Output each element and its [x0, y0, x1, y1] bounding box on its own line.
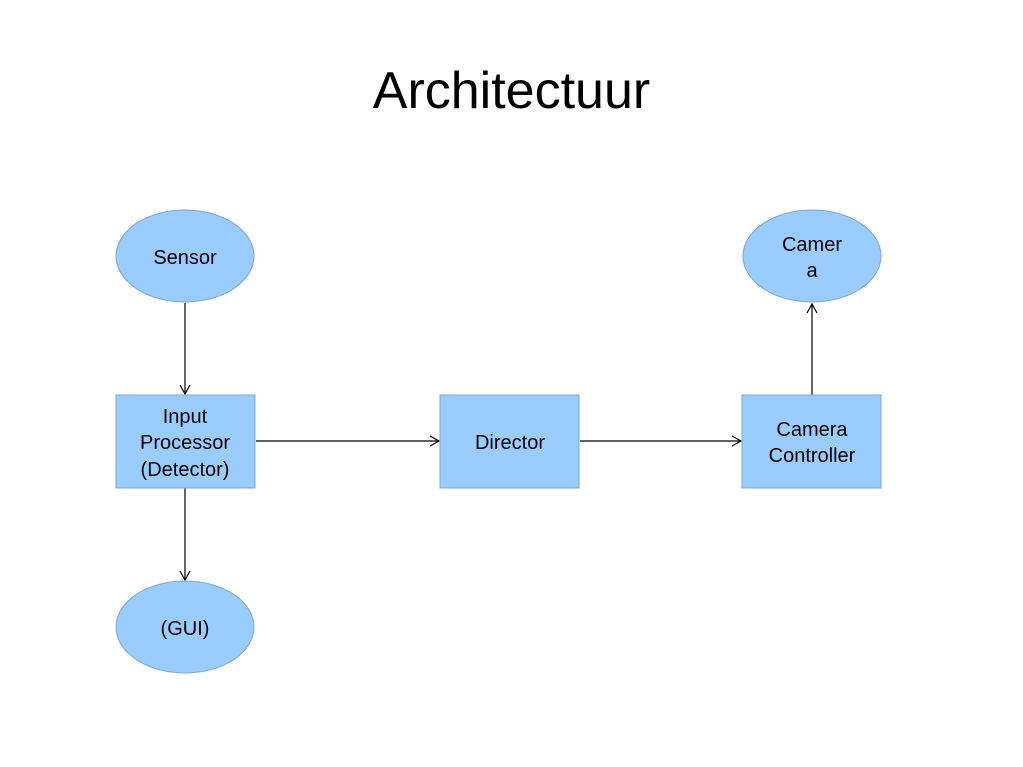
node-input-processor: Input Processor (Detector) [115, 394, 256, 489]
node-director-label: Director [475, 432, 545, 454]
slide-title: Architectuur [372, 62, 651, 120]
node-camera-label-line-2: a [806, 260, 818, 282]
node-director: Director [439, 394, 580, 489]
node-camera-controller: Camera Controller [741, 394, 882, 489]
node-camera: Camer a [742, 209, 882, 303]
node-gui-label: (GUI) [161, 618, 210, 640]
node-input-processor-label-line-3: (Detector) [141, 459, 230, 481]
node-input-processor-label-line-2: Processor [140, 432, 230, 454]
node-camera-label-line-1: Camer [782, 234, 842, 256]
node-sensor: Sensor [115, 209, 255, 303]
node-camera-controller-label-line-1: Camera [776, 419, 848, 441]
node-sensor-label: Sensor [153, 247, 217, 269]
node-gui: (GUI) [115, 580, 255, 674]
node-input-processor-label-line-1: Input [163, 406, 208, 428]
node-camera-controller-label-line-2: Controller [769, 445, 856, 467]
